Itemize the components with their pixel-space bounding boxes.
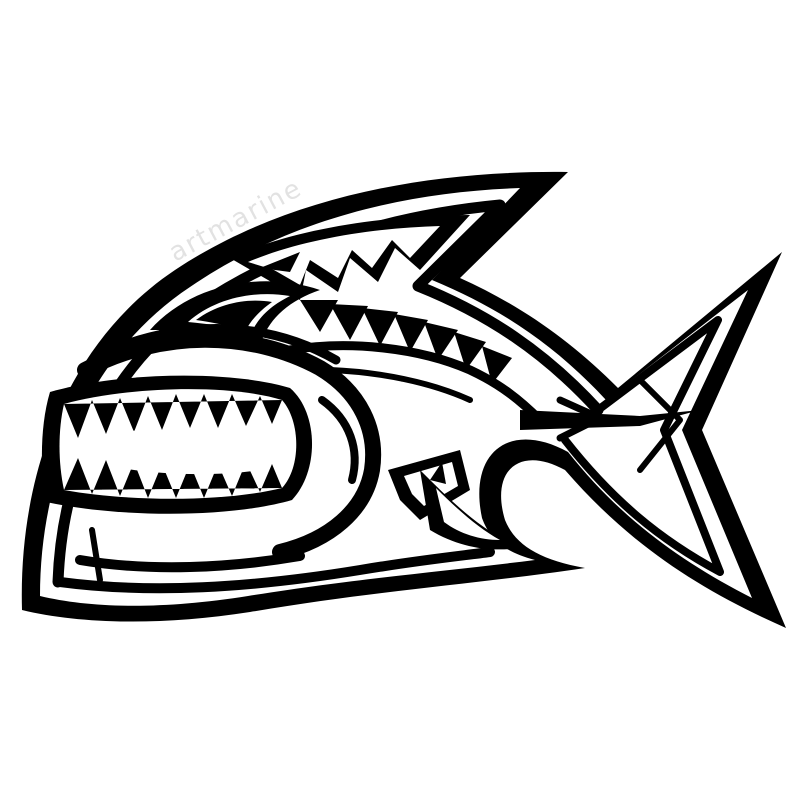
belly-fin xyxy=(420,470,520,550)
head-bands xyxy=(75,324,382,583)
tail-bone xyxy=(520,377,700,473)
rib-bones xyxy=(285,300,545,425)
fish-mouth xyxy=(41,375,313,514)
dorsal-fin xyxy=(230,215,470,300)
